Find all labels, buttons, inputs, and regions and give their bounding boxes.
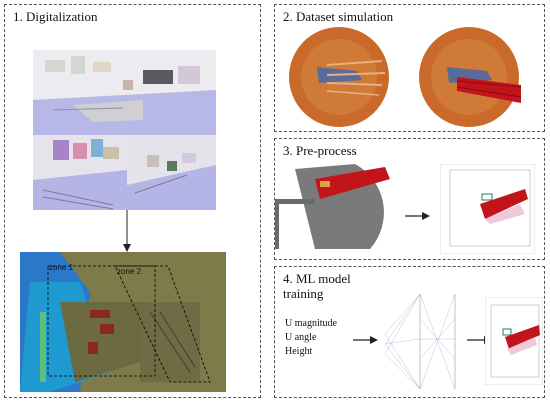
neural-network <box>384 293 456 390</box>
panel-dataset-simulation: 2. Dataset simulation <box>274 4 545 132</box>
input-u-magnitude: U magnitude <box>285 318 337 329</box>
preprocess-2d-map <box>440 164 535 254</box>
zone1-label: zone 1 <box>49 263 74 272</box>
panel-title: 4. ML model training <box>283 271 351 301</box>
zone-map <box>20 252 226 392</box>
preprocess-3d-domain <box>275 164 390 249</box>
zone2-label: zone 2 <box>117 267 142 276</box>
city-render-detail-right <box>127 135 216 210</box>
input-arrow <box>353 336 378 344</box>
simulation-disc-left <box>289 27 389 127</box>
panel-title: 1. Digitalization <box>13 9 98 24</box>
panel-digitalization: 1. Digitalization <box>4 4 261 398</box>
flow-arrow-right <box>405 212 430 220</box>
city-render-detail-left <box>33 135 127 210</box>
prediction-map <box>485 297 543 385</box>
panel-ml-training: 4. ML model training U magnitude U angle… <box>274 266 545 398</box>
city-render-top <box>33 50 216 135</box>
flow-arrow-down <box>123 210 131 252</box>
panel-title: 2. Dataset simulation <box>283 9 394 24</box>
panel-title: 3. Pre-process <box>283 143 357 158</box>
input-u-angle: U angle <box>285 332 317 343</box>
panel-preprocess: 3. Pre-process <box>274 138 545 260</box>
simulation-disc-right <box>419 27 522 127</box>
input-height: Height <box>285 346 313 357</box>
